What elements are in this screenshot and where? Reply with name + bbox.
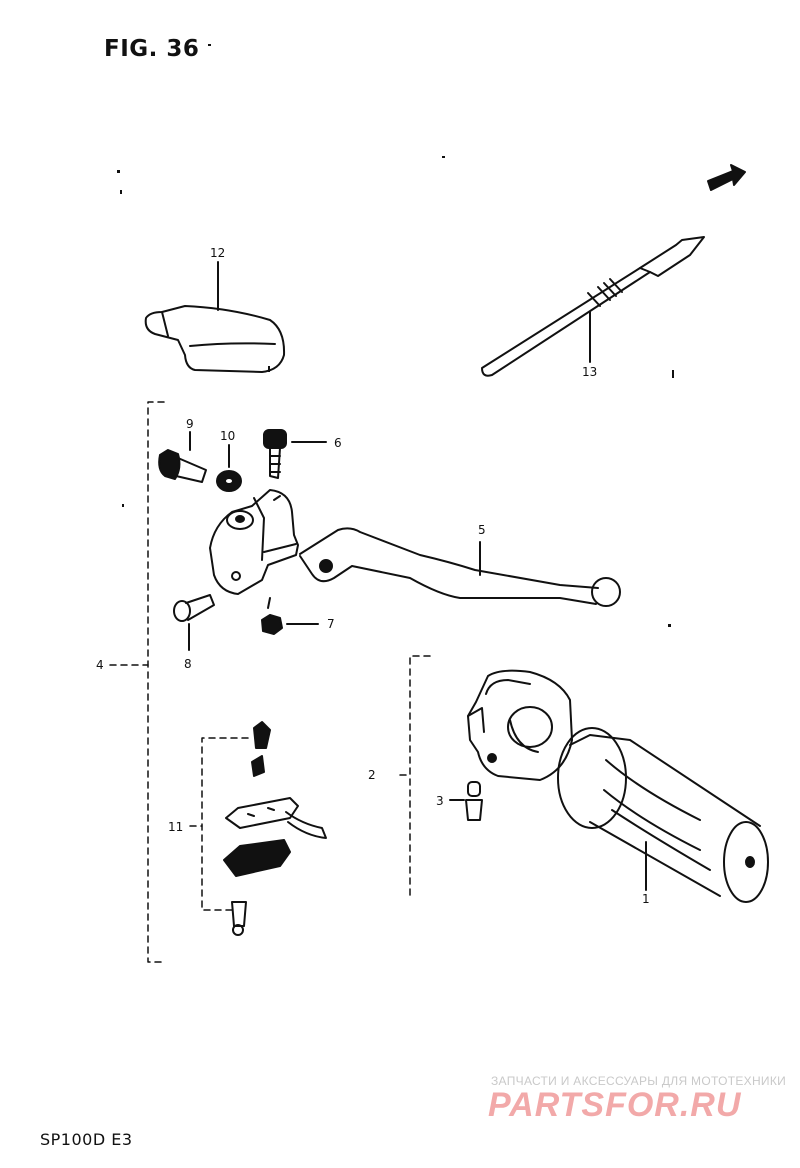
part-6-screw <box>263 429 327 479</box>
watermark-logo: PARTSFOR.RU <box>488 1086 742 1124</box>
callout-labels: 12 13 9 10 6 5 7 8 4 2 3 11 1 <box>96 246 650 906</box>
part-8-screw <box>173 594 215 651</box>
model-code: SP100D E3 <box>40 1130 133 1149</box>
part-11-switch-assy <box>223 721 327 936</box>
callout-1: 1 <box>642 892 650 906</box>
callout-10: 10 <box>220 429 235 443</box>
callout-8: 8 <box>184 657 192 671</box>
part-13-cable-tie <box>481 236 705 377</box>
part-9-pivot-bolt <box>158 431 207 483</box>
part-12-lever-cover <box>144 261 286 373</box>
callout-2: 2 <box>368 768 376 782</box>
watermark-tagline: ЗАПЧАСТИ И АКСЕССУАРЫ ДЛЯ МОТОТЕХНИКИ <box>491 1074 787 1088</box>
part-2-throttle-housing <box>467 669 573 781</box>
callout-11: 11 <box>168 820 183 834</box>
part-3-screw <box>449 781 483 821</box>
callout-12: 12 <box>210 246 225 260</box>
lever-holder-bracket <box>209 489 299 595</box>
callout-9: 9 <box>186 417 194 431</box>
part-7-nut <box>261 597 319 635</box>
callout-13: 13 <box>582 365 597 379</box>
callout-6: 6 <box>334 436 342 450</box>
group-2-bracket <box>399 655 431 896</box>
group-11-bracket <box>189 737 249 911</box>
callout-3: 3 <box>436 794 444 808</box>
print-specks <box>117 44 674 627</box>
callout-4: 4 <box>96 658 104 672</box>
part-5-clutch-lever <box>299 527 621 607</box>
part-10-washer <box>216 444 242 492</box>
callout-7: 7 <box>327 617 335 631</box>
direction-arrow-icon <box>707 164 746 191</box>
part-1-handlebar-grip <box>557 727 769 903</box>
group-4-bracket <box>109 401 165 963</box>
callout-5: 5 <box>478 523 486 537</box>
figure-title: FIG. 36 <box>104 36 200 62</box>
